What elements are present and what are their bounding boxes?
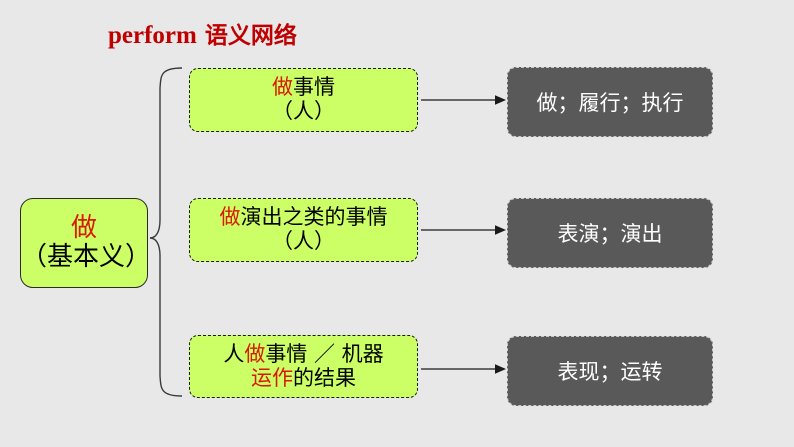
meaning-box-2-text: 表演；演出 — [557, 222, 663, 246]
meaning-box-3[interactable]: 表现；运转 — [507, 336, 713, 406]
meaning-box-2[interactable]: 表演；演出 — [507, 198, 713, 268]
arrow-icon-1 — [421, 95, 506, 105]
sense-box-1[interactable]: 做事情 （人） — [189, 68, 418, 132]
page-title: perform 语义网络 — [108, 16, 297, 50]
curly-brace-connector — [149, 67, 183, 397]
meaning-box-3-text: 表现；运转 — [557, 360, 663, 384]
meaning-box-1-text: 做；履行；执行 — [536, 91, 684, 115]
sense-box-1-rest: 事情 — [293, 75, 335, 100]
sense-box-2-line2: （人） — [272, 229, 335, 253]
meaning-box-1[interactable]: 做；履行；执行 — [507, 67, 713, 137]
arrow-icon-2 — [421, 225, 506, 235]
root-node-basic-sense[interactable]: 做 （基本义） — [20, 198, 152, 288]
title-chinese: 语义网络 — [196, 23, 297, 49]
sense-box-3[interactable]: 人做事情 ／ 机器 运作的结果 — [189, 335, 418, 398]
arrow-icon-3 — [421, 364, 506, 374]
sense-box-2-highlight: 做 — [219, 205, 241, 230]
sense-box-3-line2-highlight: 运作 — [251, 365, 293, 390]
sense-box-2[interactable]: 做演出之类的事情 （人） — [189, 198, 418, 262]
sense-box-1-line2: （人） — [272, 99, 335, 123]
sense-box-1-line1: 做事情 — [272, 76, 335, 100]
title-english: perform — [108, 22, 197, 49]
sense-box-2-rest: 演出之类的事情 — [240, 205, 388, 230]
sense-box-3-prefix: 人 — [223, 341, 245, 366]
root-node-line1: 做 — [70, 212, 97, 243]
sense-box-3-rest: 事情 ／ 机器 — [265, 341, 384, 366]
sense-box-3-line2-rest: 的结果 — [293, 365, 356, 390]
root-node-line2: （基本义） — [21, 242, 152, 272]
sense-box-3-line1: 人做事情 ／ 机器 — [223, 341, 384, 367]
sense-box-1-highlight: 做 — [272, 75, 293, 100]
sense-box-2-line1: 做演出之类的事情 — [220, 206, 388, 230]
sense-box-3-highlight: 做 — [244, 341, 266, 366]
sense-box-3-line2: 运作的结果 — [251, 365, 356, 391]
